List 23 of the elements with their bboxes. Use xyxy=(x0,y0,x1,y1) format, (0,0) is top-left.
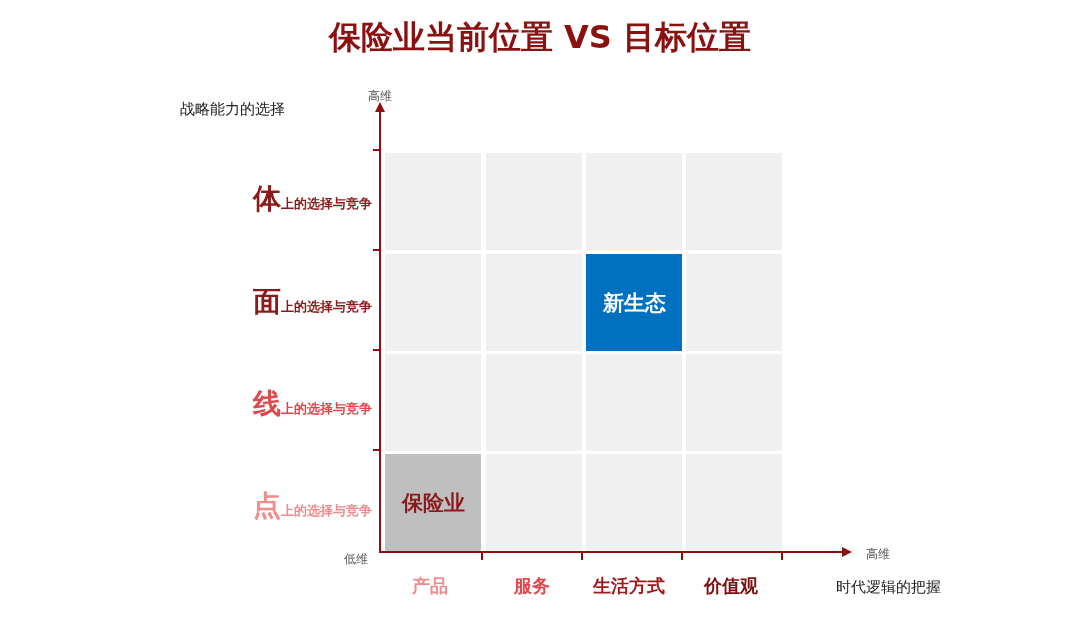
row-label: 上的选择与竞争 xyxy=(281,401,372,416)
column-label: 产品 xyxy=(412,574,448,598)
row-label-main: 线 xyxy=(253,386,281,422)
axis-title: 时代逻辑的把握 xyxy=(836,578,941,597)
row-label-main: 体 xyxy=(253,181,281,217)
highlighted-cell: 保险业 xyxy=(385,454,481,551)
grid-cell xyxy=(486,454,582,551)
row-label-main: 面 xyxy=(253,284,281,320)
axis-end-label: 高维 xyxy=(866,546,890,563)
column-label: 价值观 xyxy=(704,574,758,598)
axis-title: 战略能力的选择 xyxy=(180,100,285,119)
row-label-main: 点 xyxy=(253,488,281,524)
column-label: 服务 xyxy=(514,574,550,598)
grid-cell xyxy=(686,454,782,551)
title: 保险业当前位置 VS 目标位置 xyxy=(327,17,753,58)
row-label: 上的选择与竞争 xyxy=(281,196,372,211)
row-label: 上的选择与竞争 xyxy=(281,299,372,314)
grid-cell xyxy=(586,454,682,551)
row-label: 上的选择与竞争 xyxy=(281,503,372,518)
highlighted-cell: 新生态 xyxy=(586,254,682,351)
axis-end-label: 低维 xyxy=(344,551,368,568)
column-label: 生活方式 xyxy=(593,574,665,598)
axis-end-label: 高维 xyxy=(368,88,392,105)
